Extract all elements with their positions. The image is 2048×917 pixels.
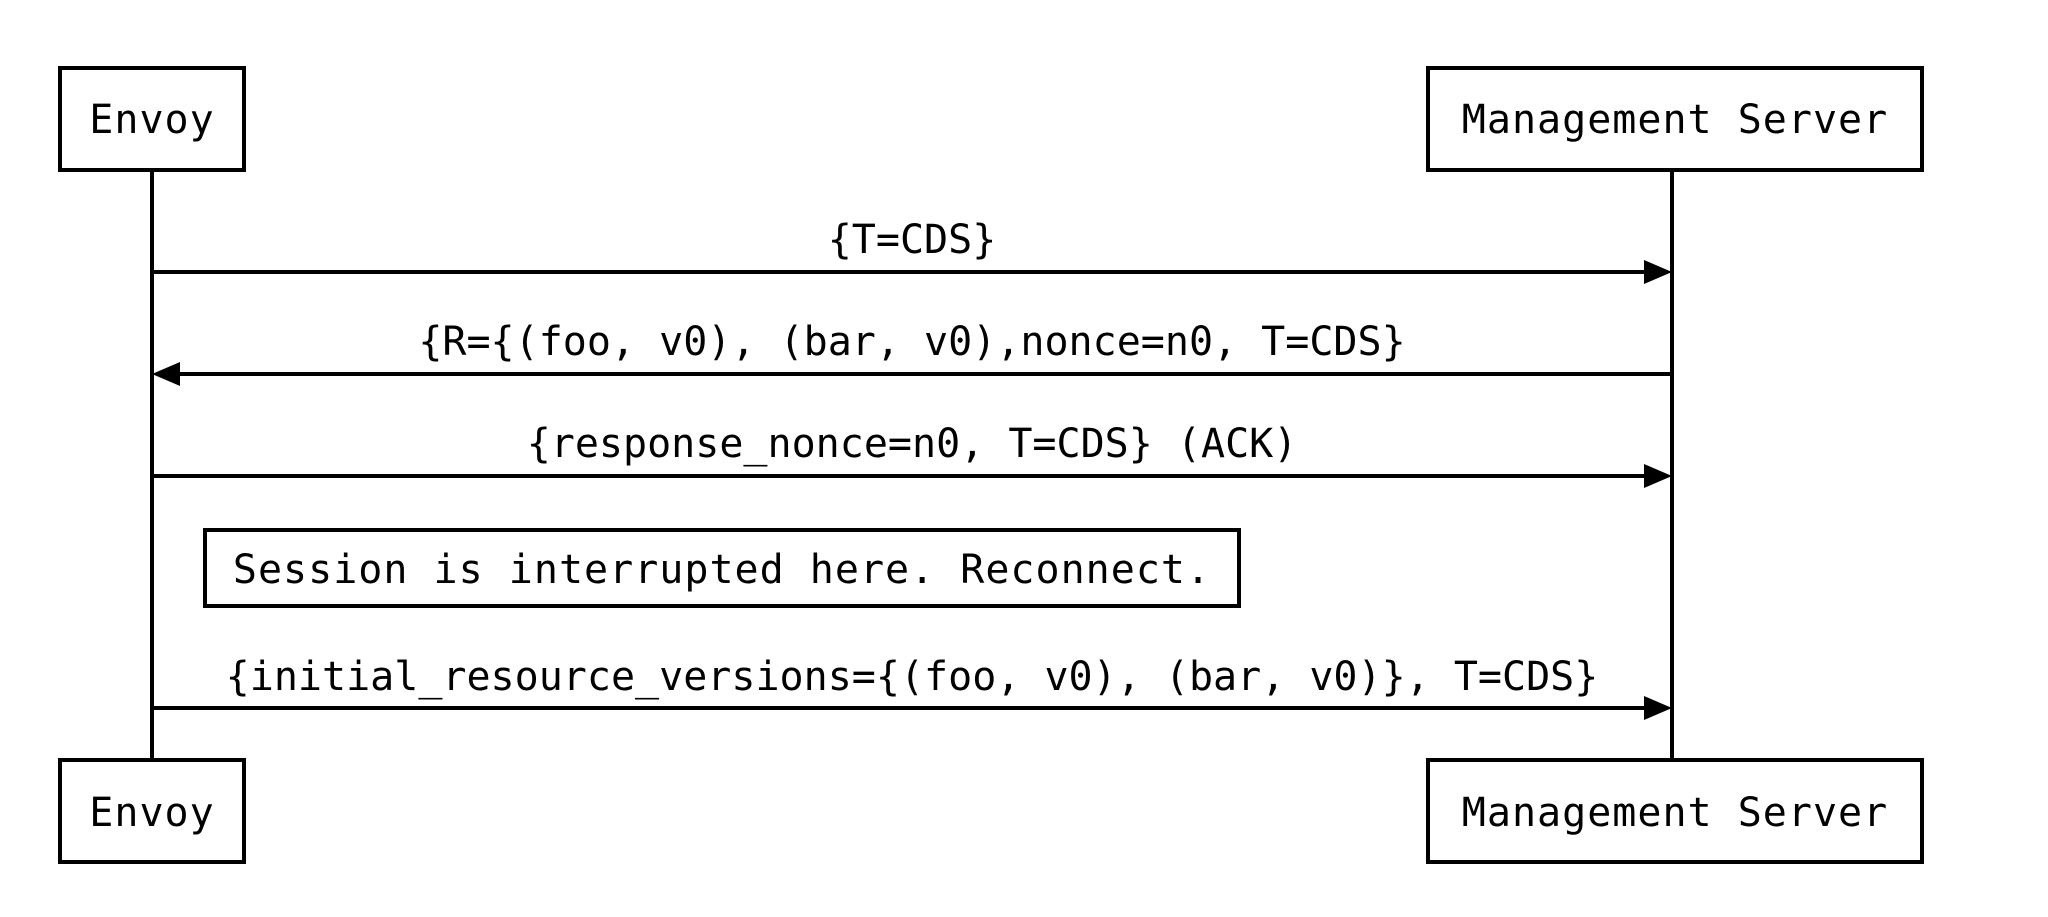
participant-management-server-top-label: Management Server [1462,97,1888,143]
message-4-arrowhead [1644,696,1672,720]
message-1: {T=CDS} [152,217,1672,284]
message-2-label: {R={(foo, v0), (bar, v0),nonce=n0, T=CDS… [418,319,1405,365]
message-3-arrowhead [1644,464,1672,488]
participant-envoy-top: Envoy [58,66,246,172]
participant-management-server-bottom-label: Management Server [1462,790,1888,836]
note-session-interrupted: Session is interrupted here. Reconnect. [203,528,1241,608]
participant-envoy-top-label: Envoy [89,97,214,143]
message-2-arrowhead [152,362,180,386]
participant-management-server-top: Management Server [1426,66,1924,172]
note-label: Session is interrupted here. Reconnect. [233,547,1211,593]
message-3-label: {response_nonce=n0, T=CDS} (ACK) [527,421,1298,467]
message-4: {initial_resource_versions={(foo, v0), (… [152,654,1672,720]
message-3: {response_nonce=n0, T=CDS} (ACK) [152,421,1672,488]
message-4-label: {initial_resource_versions={(foo, v0), (… [226,654,1599,700]
participant-management-server-bottom: Management Server [1426,758,1924,864]
message-1-arrowhead [1644,260,1672,284]
participant-envoy-bottom-label: Envoy [89,790,214,836]
participant-envoy-bottom: Envoy [58,758,246,864]
message-2: {R={(foo, v0), (bar, v0),nonce=n0, T=CDS… [152,319,1672,386]
message-1-label: {T=CDS} [828,217,997,263]
